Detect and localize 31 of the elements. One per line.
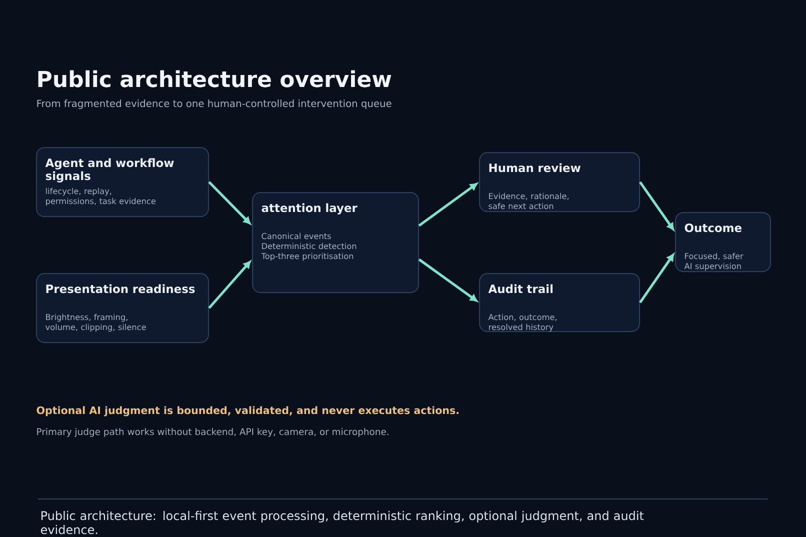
node-title: attention layer	[262, 203, 358, 214]
process-box	[675, 212, 772, 272]
node-title: Outcome	[684, 224, 742, 232]
node-text: Top-three prioritisation	[261, 252, 354, 261]
node-title: Agent and workflow signals	[45, 158, 174, 182]
arrow	[418, 182, 478, 227]
node-title: Human review	[489, 163, 580, 172]
node-text: Deterministic detection	[262, 242, 356, 250]
process-box	[36, 273, 210, 344]
arrow	[639, 254, 674, 304]
subtitle: From fragmented evidence to one human-controlled intervention queue	[37, 100, 392, 110]
note-text: Primary judge path works without backend, API key, camera, or microphone.	[37, 428, 388, 437]
node-text: Brightness, framing, volume, clipping, silence	[46, 314, 146, 332]
node-text: Canonical events	[262, 232, 331, 240]
process-box	[479, 152, 640, 212]
node-title: Presentation readiness	[46, 284, 195, 294]
process-box	[479, 273, 640, 332]
arrow	[418, 258, 478, 302]
title: Public architecture overview	[38, 70, 392, 88]
caption: Public architecture: local-first event processing, deterministic ranking, optional judgment, and audit evidence.	[40, 510, 644, 534]
process-box	[252, 192, 420, 294]
node-text: lifecycle, replay, permissions, task evidence	[46, 188, 156, 206]
node-title: Audit trail	[488, 284, 553, 294]
node-text: Action, outcome, resolved history	[488, 314, 557, 332]
process-box	[36, 147, 210, 218]
arrow	[208, 181, 251, 224]
arrow	[208, 260, 251, 309]
node-text: Focused, safer AI supervision	[684, 252, 744, 271]
node-text: Evidence, rationale, safe next action	[488, 192, 569, 210]
arrow	[639, 181, 674, 230]
highlight-note: Optional AI judgment is bounded, validated, and never executes actions.	[36, 406, 458, 416]
